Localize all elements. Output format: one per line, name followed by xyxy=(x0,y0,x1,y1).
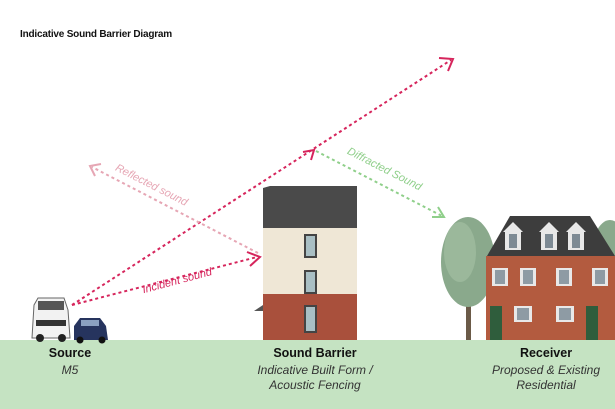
receiver-label: Receiver Proposed & Existing Residential xyxy=(480,346,612,393)
reflected-sound-arrow xyxy=(88,163,259,254)
barrier-heading: Sound Barrier xyxy=(273,346,357,360)
receiver-subtext-line2: Residential xyxy=(516,378,576,392)
incident-sound-arrow xyxy=(71,251,262,306)
high-incident-arrow xyxy=(71,57,455,306)
receiver-subtext-line1: Proposed & Existing xyxy=(491,363,601,377)
tree-left xyxy=(441,217,495,340)
car-icon xyxy=(74,318,108,344)
receiver-house xyxy=(486,216,615,340)
diffracted-sound-label: Diffracted Sound xyxy=(345,145,424,193)
van-icon xyxy=(31,297,71,342)
reflected-sound-label: Reflected sound xyxy=(113,162,190,209)
diffracted-sound-arrow xyxy=(315,150,446,218)
source-label: Source M5 xyxy=(20,346,120,378)
receiver-heading: Receiver xyxy=(519,346,573,360)
barrier-building xyxy=(254,186,357,340)
source-heading: Source xyxy=(48,346,92,360)
incident-sound-label: Incident sound xyxy=(141,266,214,296)
barrier-subtext-line1: Indicative Built Form / xyxy=(257,363,373,377)
barrier-subtext-line2: Acoustic Fencing xyxy=(269,378,361,392)
ground-band xyxy=(0,340,615,409)
source-subtext: M5 xyxy=(61,363,79,377)
diagram-title: Indicative Sound Barrier Diagram xyxy=(20,29,172,40)
barrier-label: Sound Barrier Indicative Built Form / Ac… xyxy=(235,346,395,393)
